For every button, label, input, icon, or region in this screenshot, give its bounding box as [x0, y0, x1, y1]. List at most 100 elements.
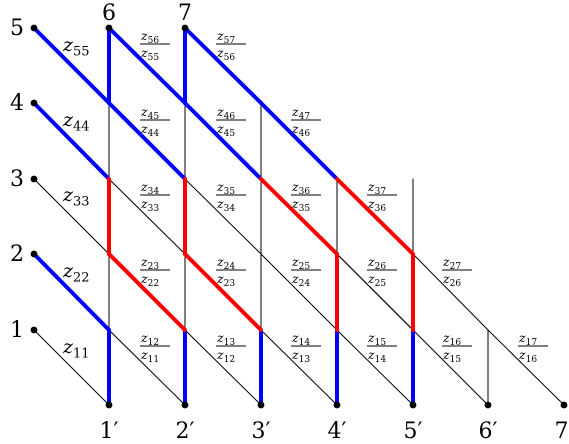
source-node	[30, 175, 38, 183]
fraction-numerator: z26	[367, 254, 386, 272]
thin-edge	[336, 253, 414, 331]
fraction-numerator: z14	[291, 330, 310, 348]
bottom-node-label: 2′	[176, 419, 195, 444]
sink-node	[257, 401, 265, 409]
edge-weight-label: z44	[62, 109, 90, 135]
fraction-denominator: z11	[140, 347, 159, 365]
blue-path-edge	[183, 101, 263, 181]
blue-path-edge	[183, 26, 263, 105]
fraction-denominator: z33	[140, 196, 159, 214]
fraction-denominator: z46	[291, 121, 310, 139]
fraction-denominator: z22	[140, 271, 159, 289]
red-path-edge	[259, 177, 339, 256]
fraction-denominator: z36	[367, 196, 386, 214]
fraction-denominator: z55	[140, 45, 159, 63]
thin-edge	[487, 329, 565, 406]
red-path-edge	[107, 252, 187, 332]
vertices	[30, 24, 568, 409]
fraction-numerator: z34	[140, 179, 159, 197]
edge-weight-label: z33	[62, 184, 90, 210]
fraction-numerator: z23	[140, 254, 159, 272]
fraction-denominator: z24	[291, 271, 310, 289]
fraction-numerator: z57	[216, 28, 235, 46]
thin-edge	[412, 253, 489, 331]
thin-edge	[336, 329, 414, 406]
fraction-numerator: z12	[140, 330, 159, 348]
blue-path-edge	[107, 101, 187, 181]
thin-edge	[108, 178, 186, 255]
source-node	[105, 24, 113, 32]
fraction-numerator: z13	[216, 330, 235, 348]
fraction-numerator: z17	[518, 330, 537, 348]
left-node-label: 3	[10, 167, 24, 192]
bottom-node-label: 7′	[555, 419, 569, 444]
blue-path-edge	[32, 101, 111, 181]
source-node	[181, 24, 189, 32]
top-node-label: 6	[102, 1, 116, 26]
sink-node	[484, 401, 492, 409]
sink-node	[105, 401, 113, 409]
fraction-numerator: z45	[140, 104, 159, 122]
thin-edge	[33, 178, 110, 255]
left-node-label: 2	[10, 242, 24, 267]
fraction-numerator: z16	[442, 330, 461, 348]
fraction-denominator: z44	[140, 121, 159, 139]
fraction-numerator: z15	[367, 330, 386, 348]
fraction-denominator: z56	[216, 45, 235, 63]
fraction-numerator: z46	[216, 104, 235, 122]
top-node-label: 7	[178, 1, 192, 26]
fraction-numerator: z35	[216, 179, 235, 197]
highlighted-path-edges	[32, 26, 415, 407]
source-node	[30, 250, 38, 258]
fraction-denominator: z15	[442, 347, 461, 365]
blue-path-edge	[107, 26, 187, 105]
fraction-numerator: z25	[291, 254, 310, 272]
fraction-numerator: z27	[442, 254, 461, 272]
fraction-numerator: z47	[291, 104, 310, 122]
fraction-denominator: z26	[442, 271, 461, 289]
fraction-numerator: z37	[367, 179, 386, 197]
sink-node	[333, 401, 341, 409]
blue-path-edge	[32, 26, 111, 105]
thin-edge	[184, 329, 262, 406]
fraction-denominator: z12	[216, 347, 235, 365]
sink-node	[409, 401, 417, 409]
thin-edge	[33, 329, 110, 406]
left-node-label: 1	[10, 318, 24, 343]
fraction-denominator: z13	[291, 347, 310, 365]
bottom-node-label: 5′	[404, 419, 423, 444]
bottom-node-label: 1′	[100, 419, 119, 444]
blue-path-edge	[32, 252, 111, 332]
fraction-denominator: z45	[216, 121, 235, 139]
thin-edge	[108, 329, 186, 406]
left-node-label: 4	[10, 91, 24, 116]
thin-edge	[184, 178, 262, 255]
edge-weight-label: z22	[62, 260, 90, 286]
blue-path-edge	[259, 101, 339, 181]
source-node	[30, 24, 38, 32]
bottom-node-label: 6′	[479, 419, 498, 444]
source-node	[30, 99, 38, 107]
fraction-numerator: z36	[291, 179, 310, 197]
fraction-numerator: z24	[216, 254, 235, 272]
fraction-denominator: z25	[367, 271, 386, 289]
left-node-label: 5	[10, 16, 24, 41]
bottom-node-label: 4′	[328, 419, 347, 444]
bottom-node-label: 3′	[252, 419, 271, 444]
thin-edge	[260, 329, 338, 406]
labels: 12345671′2′3′4′5′6′7′z11z22z33z44z55z56z…	[10, 1, 569, 444]
source-node	[30, 326, 38, 334]
edge-weight-label: z11	[62, 336, 90, 362]
thin-edge	[412, 329, 489, 406]
fraction-denominator: z35	[291, 196, 310, 214]
fraction-numerator: z56	[140, 28, 159, 46]
fraction-denominator: z14	[367, 347, 386, 365]
sink-node	[181, 401, 189, 409]
fraction-denominator: z16	[518, 347, 537, 365]
fraction-denominator: z34	[216, 196, 235, 214]
fraction-denominator: z23	[216, 271, 235, 289]
red-path-edge	[335, 177, 415, 256]
red-path-edge	[183, 252, 263, 332]
thin-edge	[260, 253, 338, 331]
